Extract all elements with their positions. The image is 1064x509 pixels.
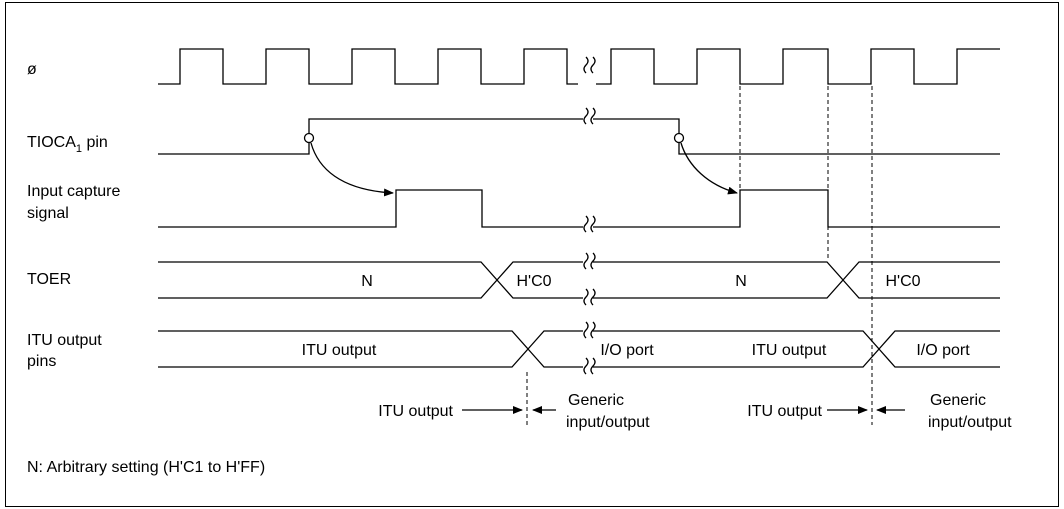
tioca-waveform (158, 118, 1000, 155)
toer-label: TOER (27, 271, 71, 288)
annotation-generic-1-line1: Generic (568, 392, 624, 409)
toer-bus (158, 261, 1000, 299)
toer-value-hc0-2: H'C0 (885, 273, 920, 290)
clock-break (583, 56, 596, 74)
toer-value-hc0-1: H'C0 (516, 273, 551, 290)
clock-waveform (158, 48, 1000, 85)
pins-value-io-1: I/O port (600, 342, 654, 359)
itu-pins-label-line2: pins (27, 353, 56, 370)
annotation-generic-2-line1: Generic (930, 392, 986, 409)
pins-value-io-2: I/O port (916, 342, 970, 359)
capture-waveform (158, 189, 1000, 228)
itu-pins-label-line1: ITU output (27, 332, 102, 349)
tioca-label: TIOCA1 pin (27, 134, 108, 155)
toer-break (583, 252, 596, 306)
tioca-break (583, 107, 596, 125)
toer-value-n-1: N (361, 273, 373, 290)
rising-edge-marker (303, 132, 315, 144)
capture-break (583, 215, 596, 233)
capture-label-line2: signal (27, 205, 69, 222)
phi-label: ø (27, 61, 37, 78)
capture-trigger-arrow-1 (310, 142, 394, 197)
annotation-generic-1-line2: input/output (566, 414, 650, 431)
toer-value-n-2: N (735, 273, 747, 290)
annotation-itu-output-1: ITU output (378, 403, 453, 420)
diagram-frame (5, 2, 1059, 507)
pins-value-itu-2: ITU output (752, 342, 827, 359)
annotation-itu-output-2: ITU output (747, 403, 822, 420)
itu-pins-bus (158, 330, 1000, 368)
footnote: N: Arbitrary setting (H'C1 to H'FF) (27, 459, 265, 476)
capture-label-line1: Input capture (27, 183, 121, 200)
capture-trigger-arrow-2 (680, 142, 738, 195)
itu-pins-break (583, 321, 596, 375)
pins-value-itu-1: ITU output (302, 342, 377, 359)
falling-edge-marker (673, 132, 685, 144)
annotation-generic-2-line2: input/output (928, 414, 1012, 431)
